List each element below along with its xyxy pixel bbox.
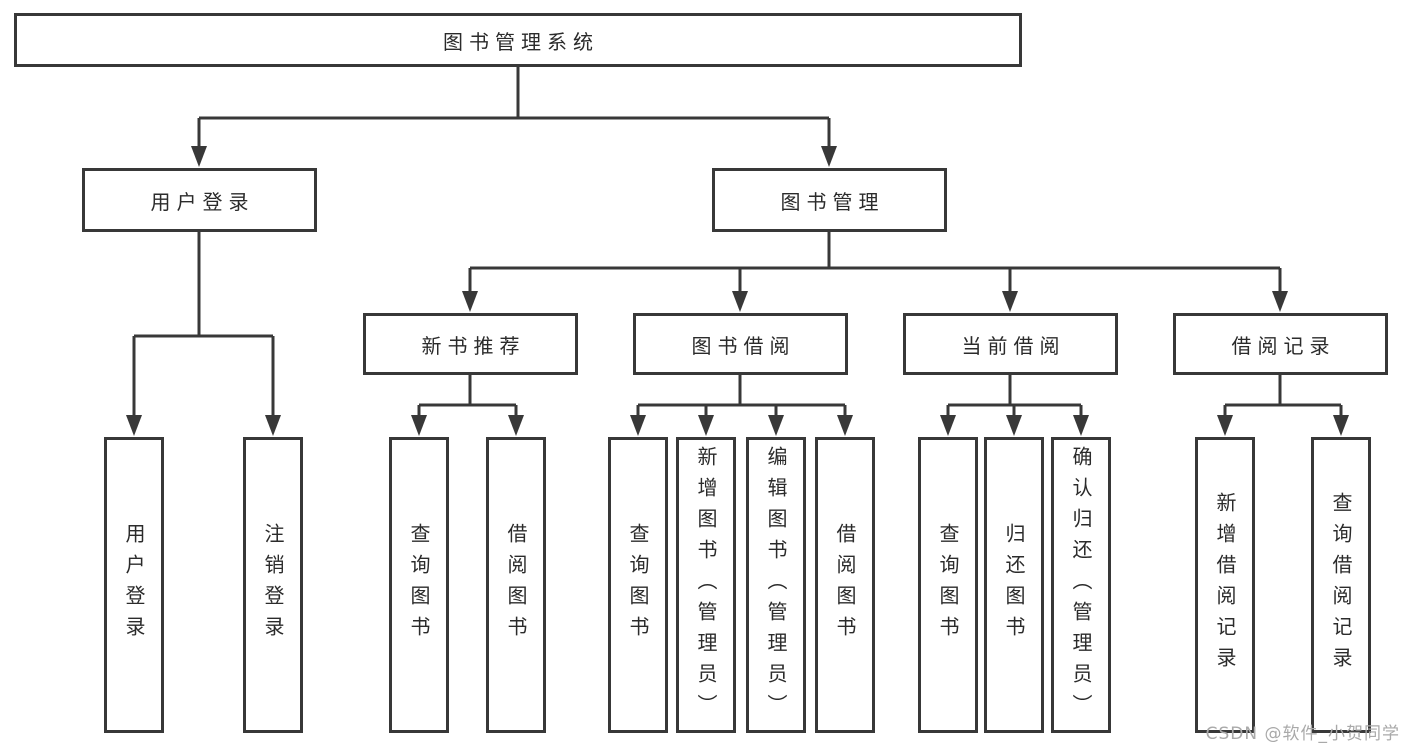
node-borrow-records: 借阅记录 bbox=[1173, 313, 1388, 375]
arrow-icon bbox=[1006, 415, 1022, 436]
node-user-login-label: 用户登录 bbox=[150, 189, 255, 214]
arrow-icon bbox=[265, 415, 281, 436]
arrow-icon bbox=[508, 415, 524, 436]
leaf-confirm-return-admin: 确认归还（管理员） bbox=[1051, 437, 1111, 733]
leaf-borrow-books-recommend-label: 借阅图书 bbox=[504, 523, 528, 647]
arrow-icon bbox=[698, 415, 714, 436]
leaf-query-books-recommend-label: 查询图书 bbox=[407, 523, 431, 647]
leaf-user-login: 用户登录 bbox=[104, 437, 164, 733]
arrow-icon bbox=[411, 415, 427, 436]
arrow-icon bbox=[462, 291, 478, 312]
leaf-edit-book-admin: 编辑图书（管理员） bbox=[746, 437, 806, 733]
connector-borrow-records bbox=[1223, 375, 1343, 418]
leaf-query-books-current: 查询图书 bbox=[918, 437, 978, 733]
node-book-borrow-label: 图书借阅 bbox=[691, 333, 796, 358]
connector-book-borrow bbox=[636, 375, 847, 418]
node-user-login: 用户登录 bbox=[82, 168, 317, 232]
arrow-icon bbox=[940, 415, 956, 436]
leaf-query-books-current-label: 查询图书 bbox=[936, 523, 960, 647]
arrow-icon bbox=[821, 146, 837, 167]
leaf-logout-label: 注销登录 bbox=[261, 523, 285, 647]
connector-current-borrow bbox=[946, 375, 1083, 418]
leaf-return-book: 归还图书 bbox=[984, 437, 1044, 733]
leaf-edit-book-admin-label: 编辑图书（管理员） bbox=[764, 445, 788, 725]
leaf-query-books-borrow-label: 查询图书 bbox=[626, 523, 650, 647]
leaf-query-borrow-record: 查询借阅记录 bbox=[1311, 437, 1371, 733]
leaf-return-book-label: 归还图书 bbox=[1002, 523, 1026, 647]
leaf-logout: 注销登录 bbox=[243, 437, 303, 733]
arrowheads bbox=[126, 146, 1349, 436]
connector-new-book-recommend bbox=[417, 375, 518, 418]
leaf-user-login-label: 用户登录 bbox=[122, 523, 146, 647]
leaf-borrow-books: 借阅图书 bbox=[815, 437, 875, 733]
connector-root bbox=[197, 66, 831, 149]
node-borrow-records-label: 借阅记录 bbox=[1231, 333, 1336, 358]
leaf-add-book-admin-label: 新增图书（管理员） bbox=[694, 445, 718, 725]
arrow-icon bbox=[1073, 415, 1089, 436]
arrow-icon bbox=[1333, 415, 1349, 436]
node-new-book-recommend: 新书推荐 bbox=[363, 313, 578, 375]
node-new-book-recommend-label: 新书推荐 bbox=[421, 333, 526, 358]
leaf-confirm-return-admin-label: 确认归还（管理员） bbox=[1069, 445, 1093, 725]
node-book-borrow: 图书借阅 bbox=[633, 313, 848, 375]
leaf-query-books-recommend: 查询图书 bbox=[389, 437, 449, 733]
arrow-icon bbox=[1272, 291, 1288, 312]
connector-user-login bbox=[132, 232, 275, 418]
arrow-icon bbox=[768, 415, 784, 436]
node-current-borrow-label: 当前借阅 bbox=[961, 333, 1066, 358]
csdn-watermark: CSDN @软件_小贺同学 bbox=[1205, 724, 1400, 744]
node-book-management-label: 图书管理 bbox=[780, 189, 885, 214]
leaf-borrow-books-recommend: 借阅图书 bbox=[486, 437, 546, 733]
arrow-icon bbox=[1217, 415, 1233, 436]
leaf-add-borrow-record-label: 新增借阅记录 bbox=[1213, 492, 1237, 678]
connector-book-management bbox=[468, 232, 1282, 294]
node-root: 图书管理系统 bbox=[14, 13, 1022, 67]
arrow-icon bbox=[837, 415, 853, 436]
leaf-borrow-books-label: 借阅图书 bbox=[833, 523, 857, 647]
leaf-query-borrow-record-label: 查询借阅记录 bbox=[1329, 492, 1353, 678]
leaf-add-borrow-record: 新增借阅记录 bbox=[1195, 437, 1255, 733]
node-book-management: 图书管理 bbox=[712, 168, 947, 232]
leaf-add-book-admin: 新增图书（管理员） bbox=[676, 437, 736, 733]
arrow-icon bbox=[1002, 291, 1018, 312]
arrow-icon bbox=[732, 291, 748, 312]
leaf-query-books-borrow: 查询图书 bbox=[608, 437, 668, 733]
arrow-icon bbox=[191, 146, 207, 167]
node-current-borrow: 当前借阅 bbox=[903, 313, 1118, 375]
arrow-icon bbox=[126, 415, 142, 436]
node-root-label: 图书管理系统 bbox=[443, 29, 599, 54]
arrow-icon bbox=[630, 415, 646, 436]
